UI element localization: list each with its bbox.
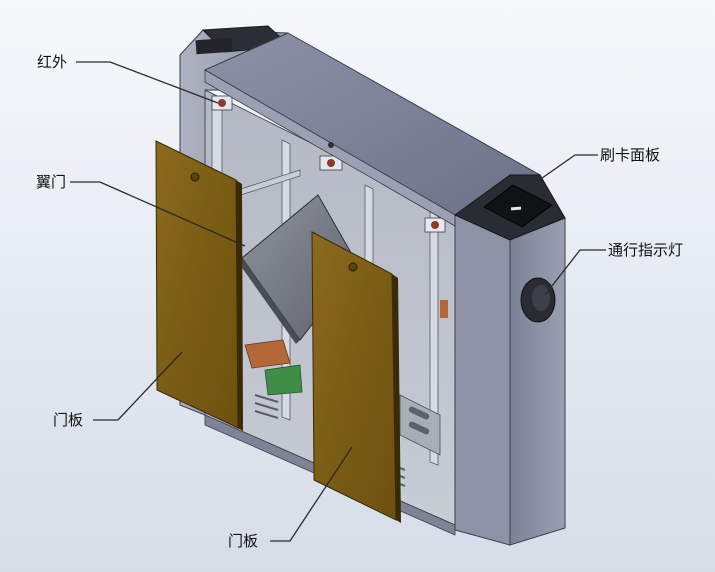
right-pillar: [454, 174, 566, 546]
top-cover: [203, 32, 542, 227]
infrared-sensor-icon: [218, 99, 226, 107]
card-reader-icon: [483, 184, 553, 228]
label-pass-indicator-light: 通行指示灯: [608, 241, 684, 259]
label-infrared: 红外: [37, 53, 68, 71]
label-wing-gate: 翼门: [36, 173, 67, 191]
leader-lines: [70, 61, 606, 542]
label-door-panel-bottom: 门板: [228, 532, 259, 550]
label-door-panel-left: 门板: [53, 411, 84, 429]
door-panel-right: [311, 231, 401, 523]
label-card-panel: 刷卡面板: [600, 146, 661, 164]
door-panel-left: [155, 140, 243, 431]
